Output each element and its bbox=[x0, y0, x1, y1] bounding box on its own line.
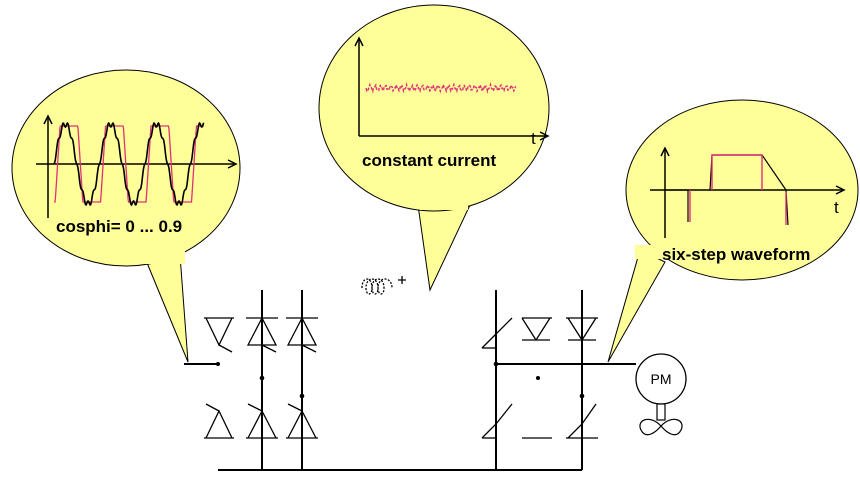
left-callout-pointer bbox=[144, 254, 189, 363]
right-x-arrow bbox=[835, 185, 846, 195]
pm-motor-shaft bbox=[656, 403, 666, 421]
pm-motor-label: PM bbox=[651, 371, 672, 387]
middle-callout-label: constant current bbox=[362, 151, 496, 170]
right-callout-pointer bbox=[607, 249, 666, 363]
pm-motor: PM bbox=[635, 353, 687, 436]
right-callout: t six-step waveform bbox=[607, 99, 859, 363]
inverter-leg-b bbox=[521, 317, 552, 439]
middle-callout-joint bbox=[420, 196, 468, 210]
inverter-bridge bbox=[481, 290, 636, 470]
middle-callout: t constant current bbox=[318, 4, 550, 292]
rectifier-bridge bbox=[184, 290, 318, 470]
right-six-step-pink bbox=[689, 154, 787, 225]
left-y-arrow bbox=[43, 114, 53, 125]
dc-link-inductor-icon bbox=[361, 276, 406, 295]
inverter-leg-a bbox=[481, 290, 513, 470]
right-callout-joint bbox=[635, 245, 669, 259]
left-voltage-waveform bbox=[53, 121, 205, 207]
thyristor-leg-1 bbox=[204, 317, 234, 439]
right-callout-label: six-step waveform bbox=[662, 245, 810, 264]
left-callout-label: cosphi= 0 ... 0.9 bbox=[56, 217, 182, 236]
thyristor-leg-3 bbox=[286, 290, 318, 470]
thyristor-leg-2 bbox=[246, 290, 278, 470]
middle-time-label: t bbox=[531, 129, 536, 148]
right-time-label: t bbox=[834, 198, 839, 217]
left-x-arrow bbox=[227, 159, 238, 169]
middle-current-ripple bbox=[365, 81, 517, 94]
right-y-arrow bbox=[660, 146, 670, 157]
inverter-leg-c bbox=[566, 290, 598, 470]
fan-icon bbox=[639, 418, 683, 436]
middle-y-arrow bbox=[354, 36, 364, 47]
left-callout: cosphi= 0 ... 0.9 bbox=[11, 69, 241, 363]
middle-callout-bubble bbox=[318, 4, 550, 212]
middle-x-arrow bbox=[539, 131, 550, 141]
middle-callout-pointer bbox=[417, 204, 471, 292]
left-callout-joint bbox=[135, 250, 185, 264]
